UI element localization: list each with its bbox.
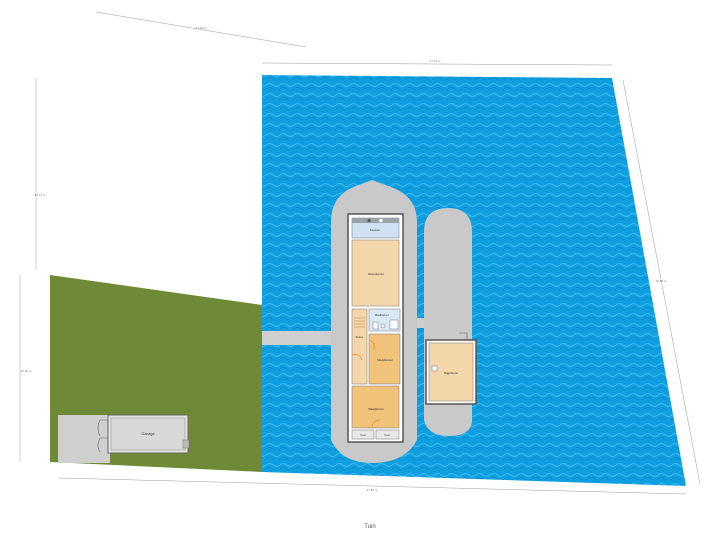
room-label-bijgebouw: Bijgebouw (444, 371, 459, 375)
basin-icon (380, 323, 386, 329)
room-label-garage: Garage (141, 431, 155, 436)
dimension-lines (19, 11, 701, 495)
walkway-main (262, 331, 334, 345)
dim-left-upper: 21.77 m (35, 193, 46, 197)
room-label-badkamer: Badkamer (375, 313, 389, 317)
toilet-icon (372, 321, 379, 330)
room-label-slaapkamer-1: Slaapkamer (377, 358, 393, 362)
garage-inner (110, 417, 186, 451)
dim-right: 23.84 m (656, 279, 667, 283)
room-label-kast-2: Kast (384, 433, 389, 437)
room-annex (428, 342, 474, 402)
room-bedroom-1 (368, 333, 401, 385)
annex-unit-icon (431, 365, 438, 372)
kitchen-counter (352, 218, 399, 223)
annex-stair (459, 332, 468, 340)
dim-bottom: 27.65 m (367, 488, 378, 492)
room-entree (351, 308, 368, 385)
driveway (58, 415, 110, 463)
room-label-woonkamer: Woonkamer (368, 272, 384, 276)
shower-icon (389, 319, 399, 330)
dim-left-lower: 10.30 m (21, 369, 32, 373)
garage-door-swing-2 (97, 437, 108, 453)
garage-door-swing (97, 419, 108, 437)
garden-caption: Tuin (364, 524, 376, 530)
room-closet-2 (375, 429, 400, 440)
stairs (354, 317, 365, 328)
sink-icon (379, 218, 383, 223)
room-living (351, 239, 400, 307)
garage-side-box (182, 439, 190, 449)
door-swing-bed1 (368, 339, 375, 351)
room-label-kast-1: Kast (360, 433, 365, 437)
door-swing-entree (351, 353, 363, 361)
dim-top-diagonal: 17.15 m (196, 26, 207, 30)
room-closet-1 (351, 429, 375, 440)
room-label-slaapkamer-2: Slaapkamer (368, 407, 384, 411)
water-area (262, 75, 686, 486)
door-swing-bed2 (371, 419, 381, 429)
room-label-keuken: Keuken (370, 228, 381, 232)
dim-water-top: 17.46 m (430, 59, 441, 63)
hob-icon (367, 218, 371, 223)
room-label-entree: Entree (356, 335, 364, 339)
